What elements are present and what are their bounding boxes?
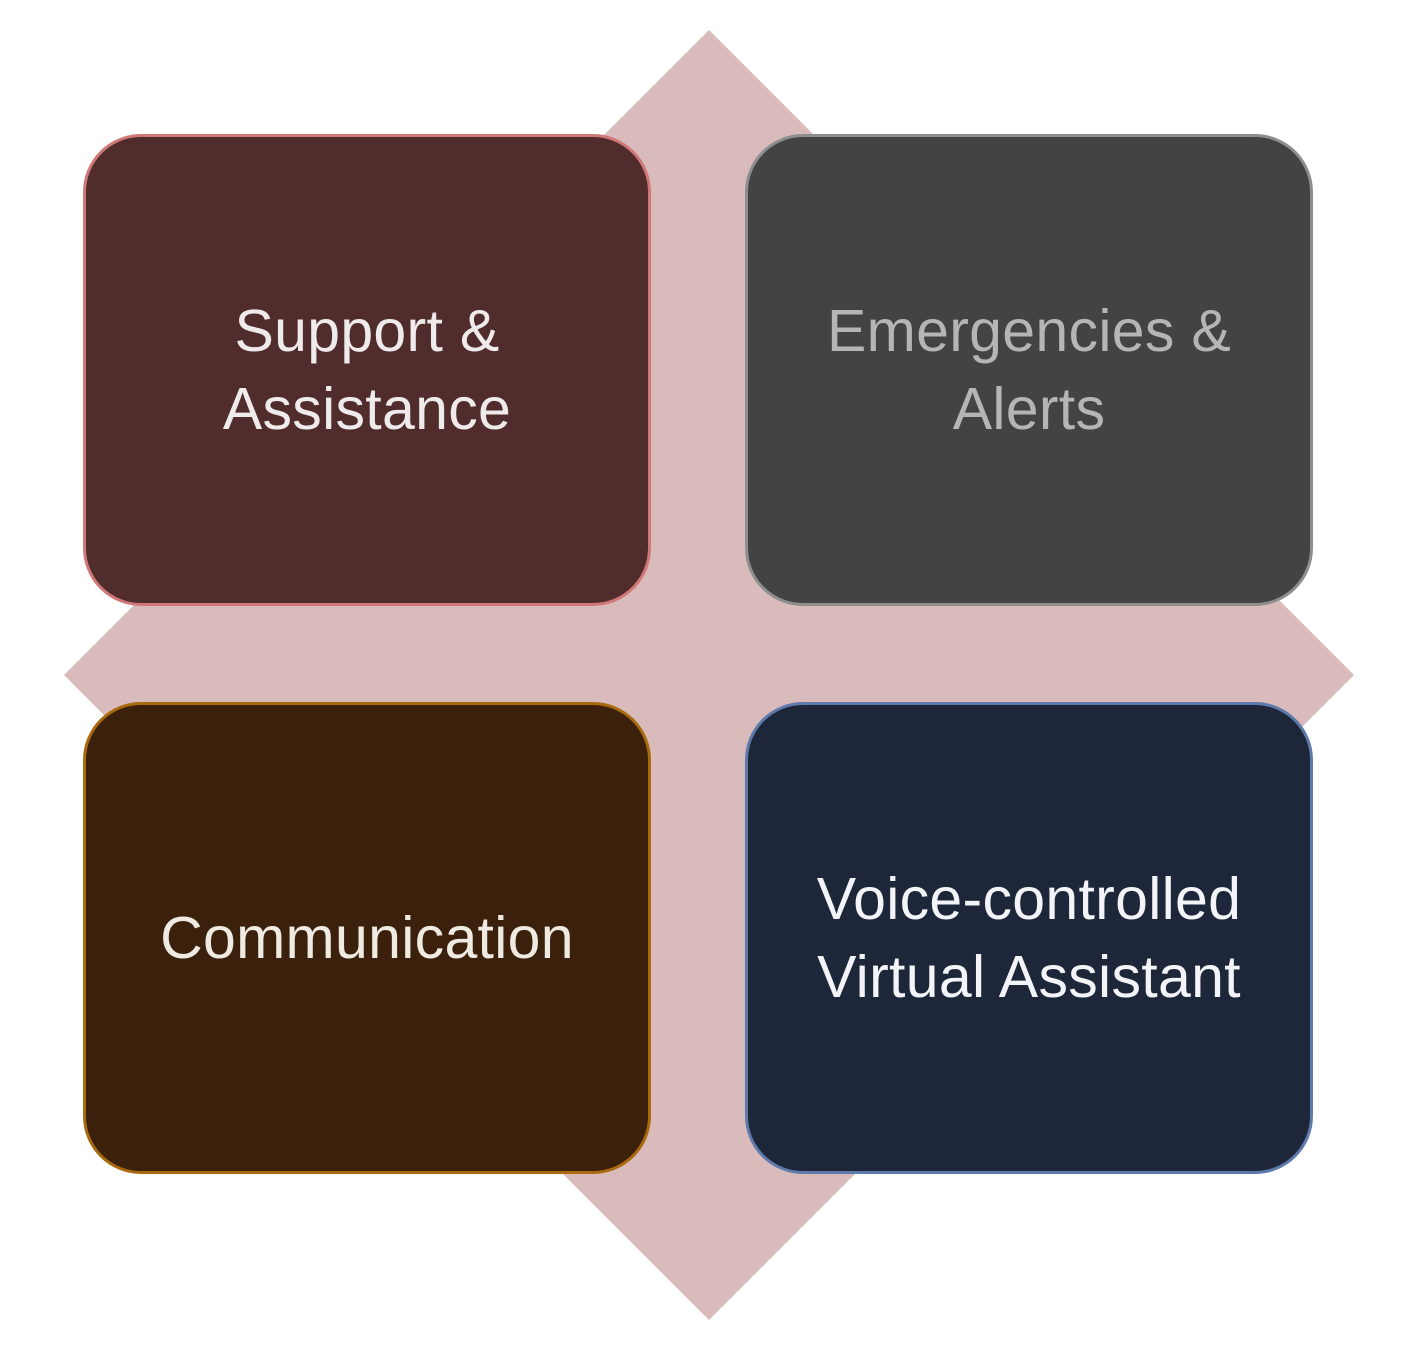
emergencies-alerts-label: Emergencies & Alerts — [827, 298, 1231, 442]
voice-assistant-label: Voice-controlled Virtual Assistant — [816, 866, 1242, 1010]
emergencies-alerts-box[interactable]: Emergencies & Alerts — [745, 134, 1313, 606]
voice-assistant-box[interactable]: Voice-controlled Virtual Assistant — [745, 702, 1313, 1174]
communication-label: Communication — [160, 905, 574, 971]
support-assistance-label: Support & Assistance — [222, 298, 512, 442]
communication-box[interactable]: Communication — [83, 702, 651, 1174]
support-assistance-box[interactable]: Support & Assistance — [83, 134, 651, 606]
